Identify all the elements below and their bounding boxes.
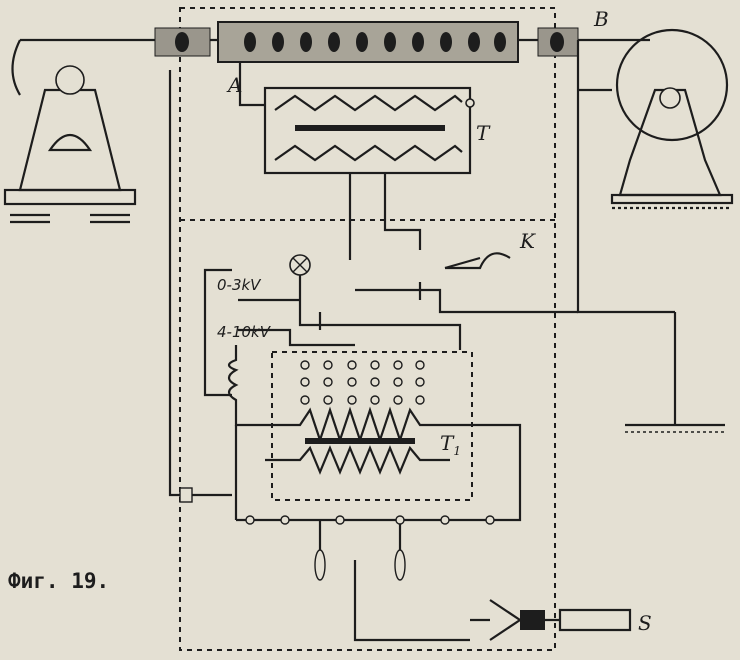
label-s: S	[638, 611, 652, 635]
label-range-high: 4-10kV	[217, 323, 272, 341]
transformer-t1	[265, 360, 450, 475]
transformer-t	[263, 86, 475, 175]
label-b: B	[593, 7, 609, 31]
label-range-low: 0-3kV	[217, 276, 262, 294]
indicator-lamp-icon	[289, 254, 311, 276]
ground-symbol	[625, 312, 725, 433]
label-t1: T1	[440, 431, 461, 458]
label-t: T	[476, 121, 491, 145]
wiring	[168, 40, 675, 642]
overhead-conductor-b	[20, 21, 650, 63]
left-cable-drum	[3, 39, 137, 224]
switch-k	[444, 256, 481, 270]
label-a: A	[226, 73, 242, 97]
right-cable-drum	[610, 28, 734, 210]
enclosure-outline	[179, 7, 556, 651]
selector-contacts	[179, 487, 495, 581]
figure-caption: Фиг. 19.	[8, 569, 109, 593]
label-k: K	[519, 229, 536, 253]
